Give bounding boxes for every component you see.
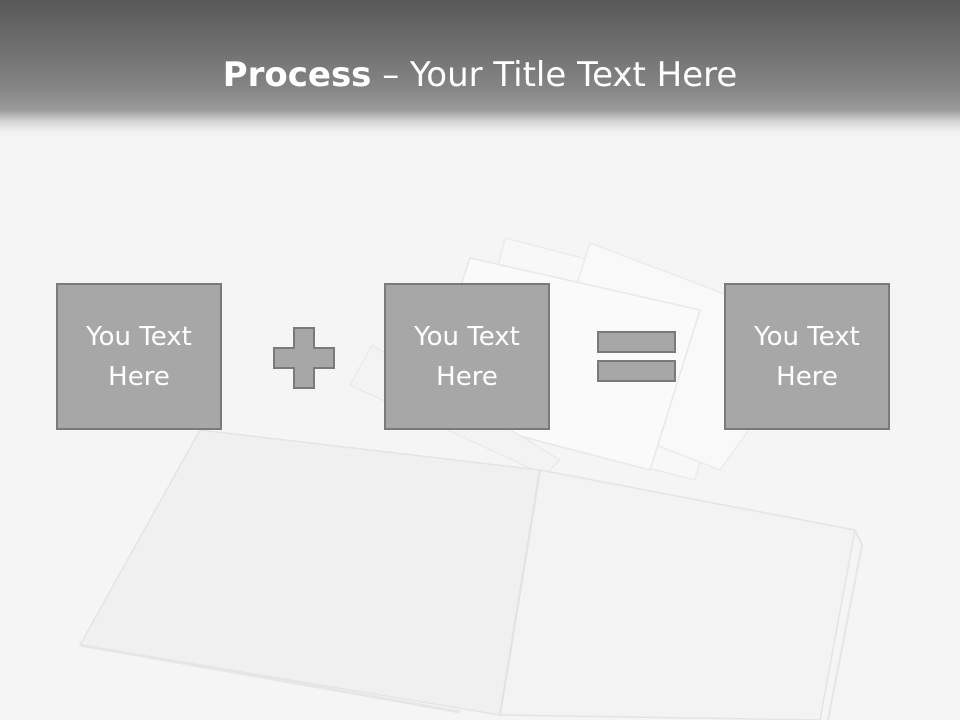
process-box-1-text: You Text Here (86, 321, 192, 392)
process-box-3[interactable]: You Text Here (724, 283, 890, 430)
title-bold-word: Process (222, 55, 372, 95)
process-box-2[interactable]: You Text Here (384, 283, 550, 430)
slide-title: Process – Your Title Text Here (0, 54, 960, 96)
title-bar: Process – Your Title Text Here (0, 0, 960, 140)
plus-icon (273, 327, 335, 389)
process-box-1[interactable]: You Text Here (56, 283, 222, 430)
title-rest: – Your Title Text Here (371, 55, 738, 95)
equals-icon (597, 331, 676, 382)
process-box-2-text: You Text Here (414, 321, 520, 392)
process-box-3-text: You Text Here (754, 321, 860, 392)
